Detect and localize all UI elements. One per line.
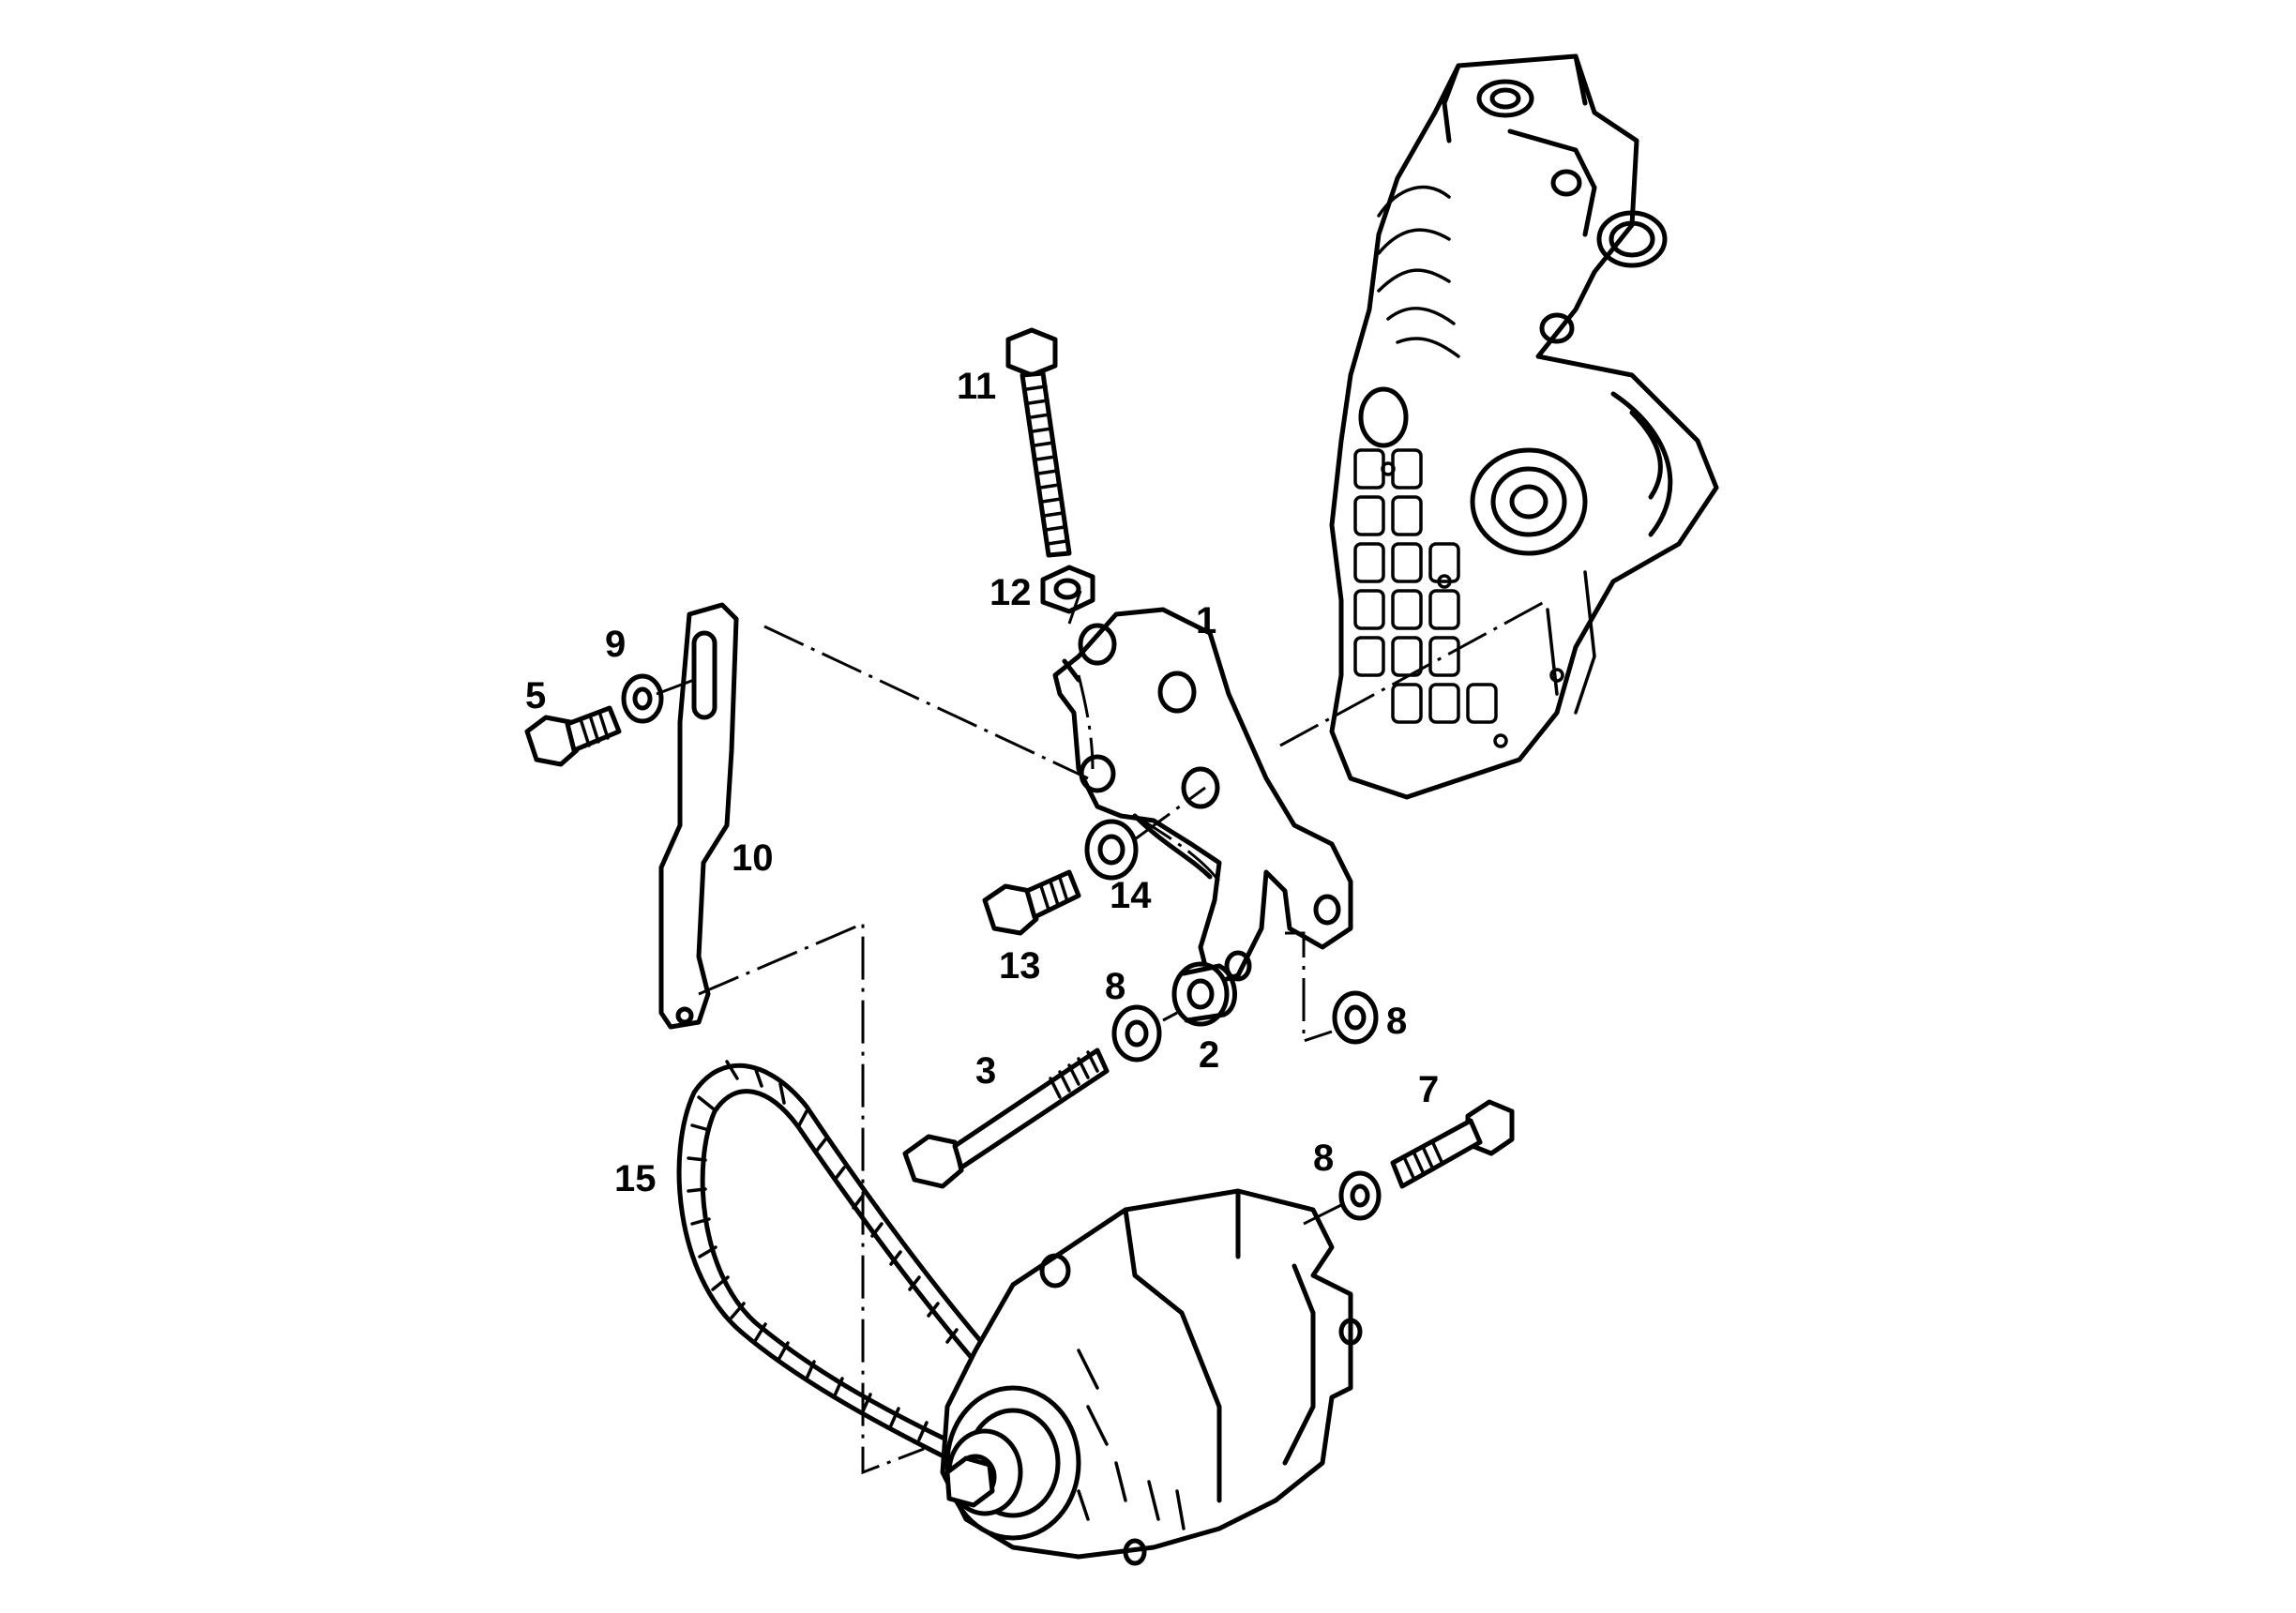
callout-1: 1 — [1196, 600, 1216, 641]
callout-7: 7 — [1418, 1069, 1439, 1110]
washer-8-middle — [1111, 1004, 1162, 1063]
callout-15: 15 — [614, 1158, 657, 1199]
engine-front-cover — [1329, 53, 1719, 800]
adjusting-strap — [658, 602, 739, 1030]
callout-10: 10 — [732, 837, 774, 879]
callout-11: 11 — [957, 366, 996, 407]
bolt-5 — [524, 705, 622, 767]
callout-13: 13 — [999, 945, 1041, 987]
callout-9: 9 — [605, 624, 626, 665]
spacer-14 — [1084, 819, 1139, 881]
callout-8-middle: 8 — [1105, 966, 1125, 1007]
long-bolt-11 — [1005, 327, 1072, 558]
nut-12 — [1040, 565, 1095, 614]
callout-12: 12 — [989, 572, 1032, 613]
assembly-center-lines — [656, 590, 1548, 1475]
callout-8-lower: 8 — [1313, 1138, 1334, 1179]
callout-8-right: 8 — [1386, 1001, 1407, 1042]
callout-14: 14 — [1110, 875, 1152, 916]
callout-5: 5 — [525, 675, 546, 716]
pivot-bolt-3 — [902, 1048, 1110, 1189]
bolt-7 — [1390, 1099, 1515, 1189]
bushing-2 — [1171, 961, 1237, 1027]
alternator-bracket — [1052, 607, 1353, 987]
alternator — [940, 1188, 1363, 1566]
washer-8-right — [1332, 990, 1379, 1045]
washer-9 — [621, 673, 664, 724]
callout-3: 3 — [975, 1050, 996, 1092]
washer-8-lower — [1338, 1170, 1382, 1221]
bolt-13 — [982, 869, 1081, 936]
callout-2: 2 — [1199, 1034, 1219, 1076]
